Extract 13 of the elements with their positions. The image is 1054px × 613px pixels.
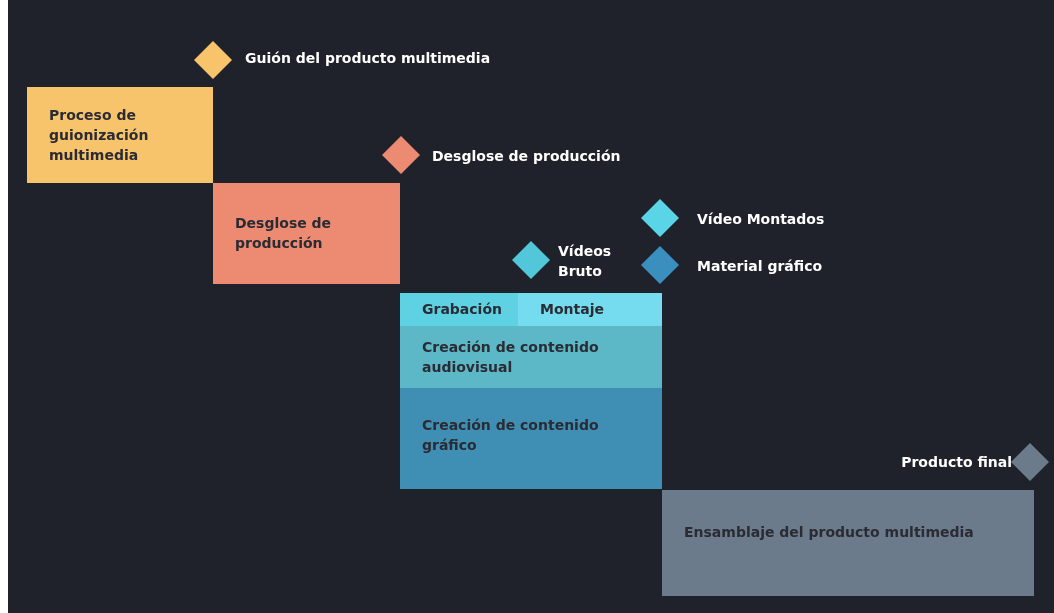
milestone-label: Guión del producto multimedia xyxy=(245,49,491,68)
milestone-label: Producto final xyxy=(901,453,1012,472)
process-box: Montaje xyxy=(518,293,662,326)
milestone-label: Desglose de producción xyxy=(432,147,621,166)
process-box: Creación de contenido gráfico xyxy=(400,388,662,489)
process-box: Ensamblaje del producto multimedia xyxy=(662,490,1034,596)
milestone-label: Vídeos Bruto xyxy=(558,242,613,281)
process-box: Grabación xyxy=(400,293,518,326)
process-box: Proceso de guionización multimedia xyxy=(27,87,213,183)
milestone-label: Material gráfico xyxy=(697,257,823,276)
process-box: Desglose de producción xyxy=(213,183,400,284)
milestone-label: Vídeo Montados xyxy=(697,210,825,229)
process-box: Creación de contenido audiovisual xyxy=(400,326,662,388)
